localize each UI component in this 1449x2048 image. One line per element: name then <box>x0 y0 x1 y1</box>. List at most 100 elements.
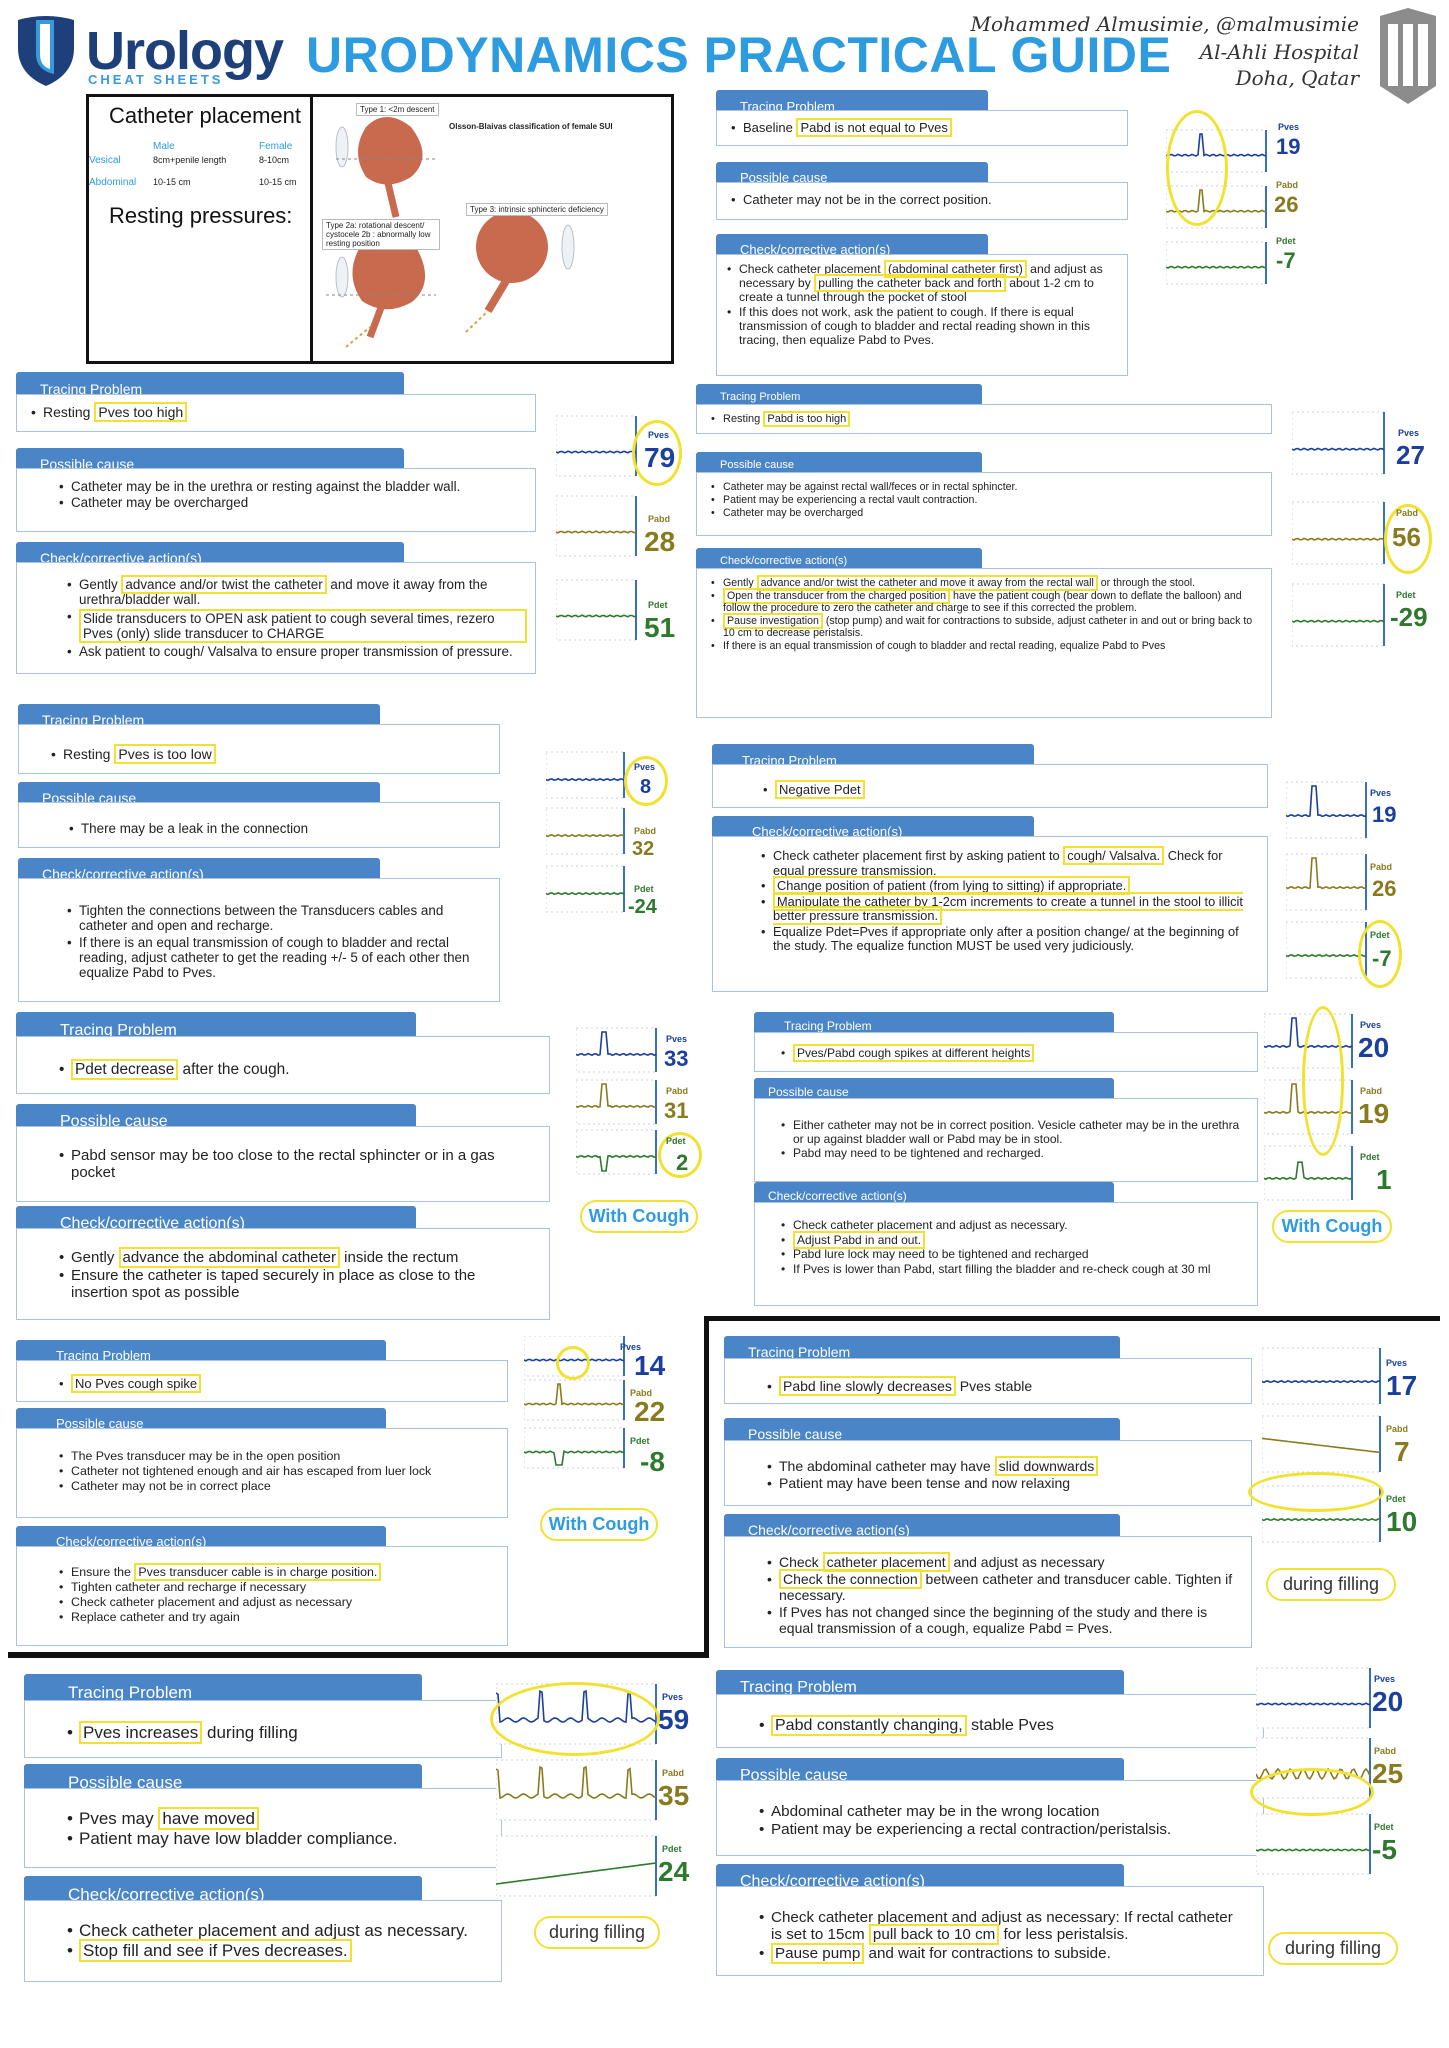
page-title: URODYNAMICS PRACTICAL GUIDE <box>306 27 1172 83</box>
problem-item: Resting Pves is too low <box>49 744 487 764</box>
action-item: Gently advance and/or twist the catheter… <box>709 575 1259 591</box>
resting-pressures-label: Resting pressures: <box>109 203 293 228</box>
pves-label: Pves <box>1386 1358 1408 1368</box>
action-item: Ensure the catheter is taped securely in… <box>57 1267 529 1301</box>
action-item: Equalize Pdet=Pves if appropriate only a… <box>759 924 1247 954</box>
action-box: Gently advance and/or twist the catheter… <box>16 562 536 674</box>
tracing-graph-pdet-decrease: Pves 33 Pabd 31 Pdet 2 With Cough <box>576 1026 706 1236</box>
tracing-band <box>1286 853 1367 911</box>
pdet-label: Pdet <box>634 884 654 894</box>
pabd-value: 35 <box>658 1780 690 1811</box>
action-item: Manipulate the catheter by 1-2cm increme… <box>759 891 1247 926</box>
action-box: Tighten the connections between the Tran… <box>18 878 500 1002</box>
pves-label: Pves <box>1398 428 1420 438</box>
pabd-trace <box>546 833 625 838</box>
possible-cause-box: The abdominal catheter may have slid dow… <box>724 1440 1252 1506</box>
pdet-trace <box>1264 1161 1353 1181</box>
catheter-placement-title: Catheter placement <box>109 103 301 128</box>
pabd-label: Pabd <box>1370 862 1393 872</box>
cause-item: Pves may have moved <box>65 1807 489 1830</box>
pdet-label: Pdet <box>630 1436 650 1446</box>
urology-shield-logo <box>18 16 74 86</box>
tracing-band <box>524 1427 625 1469</box>
tracing-band <box>1286 921 1367 979</box>
pabd-label: Pabd <box>634 826 657 836</box>
tracing-problem-box: Negative Pdet <box>712 764 1268 808</box>
tracing-plot <box>1286 781 1367 979</box>
problem-item: No Pves cough spike <box>57 1374 495 1393</box>
pdet-label: Pdet <box>666 1136 686 1146</box>
section-divider <box>704 1316 1440 1321</box>
brand-subtitle: CHEAT SHEETS <box>88 72 224 87</box>
highlight-circle <box>1166 110 1228 226</box>
section-divider <box>704 1316 709 1658</box>
tracing-problem-box: No Pves cough spike <box>16 1360 508 1402</box>
action-item: Tighten the connections between the Tran… <box>65 903 487 934</box>
pves-label: Pves <box>1360 1020 1382 1030</box>
cause-item: The Pves transducer may be in the open p… <box>57 1449 495 1463</box>
cause-item: Catheter may not be in the correct posit… <box>729 192 1115 208</box>
olsson-blaivas-figure: Type 1: <2m descent Olsson-Blaivas class… <box>316 97 671 361</box>
col-male: Male <box>153 141 175 152</box>
tracing-problem-box: Baseline Pabd is not equal to Pves <box>716 110 1128 146</box>
action-item: Ask patient to cough/ Valsalva to ensure… <box>65 644 527 660</box>
pabd-trace <box>556 530 637 534</box>
possible-cause-box: There may be a leak in the connection <box>18 802 500 848</box>
tracing-plot <box>1292 411 1385 647</box>
pabd-label: Pabd <box>1396 508 1419 518</box>
pabd-value: 31 <box>664 1098 689 1123</box>
pabd-value: 32 <box>632 838 655 860</box>
pves-label: Pves <box>1374 1674 1396 1684</box>
action-box: Check catheter placement and adjust as n… <box>24 1900 502 1982</box>
bladder-illustrations <box>326 117 575 348</box>
action-box: Ensure the Pves transducer cable is in c… <box>16 1546 508 1646</box>
tracing-band <box>1292 583 1385 647</box>
tracing-band <box>1264 1145 1353 1201</box>
pabd-trace <box>524 1383 625 1406</box>
pves-trace <box>1286 785 1367 818</box>
cause-item: Abdominal catheter may be in the wrong l… <box>757 1803 1251 1821</box>
tracing-graph-pabd-high: Pves 27 Pabd 56 Pdet -29 <box>1292 408 1432 668</box>
classification-label: Olsson-Blaivas classification of female … <box>446 121 616 132</box>
pdet-value: 10 <box>1386 1506 1418 1537</box>
tracing-band <box>524 1379 625 1421</box>
tracing-graph-no-pves-spike: Pves 14 Pabd 22 Pdet -8 With Cough <box>524 1336 684 1566</box>
tracing-problem-box: Resting Pabd is too high <box>696 404 1272 434</box>
action-item: Check catheter placement first by asking… <box>759 846 1247 878</box>
pabd-label: Pabd <box>662 1768 685 1778</box>
tracing-band <box>576 1079 657 1125</box>
tracing-plot <box>546 751 625 913</box>
cause-item: Patient may be experiencing a rectal con… <box>757 1821 1251 1839</box>
highlight-circle <box>1250 1768 1374 1816</box>
pdet-value: 51 <box>644 612 676 643</box>
with-cough-tag: With Cough <box>1272 1210 1392 1243</box>
highlight-circle <box>1248 1472 1384 1512</box>
type1-label: Type 1: <2m descent <box>356 103 439 116</box>
pabd-label: Pabd <box>648 514 671 524</box>
catheter-placement-box: Catheter placement Male Female Vesical 8… <box>86 94 674 364</box>
action-item: If there is an equal transmission of cou… <box>709 640 1259 652</box>
pves-value: 27 <box>1396 440 1425 470</box>
pdet-trace <box>524 1450 625 1466</box>
action-box: Check catheter placement and adjust as n… <box>716 1886 1264 1976</box>
problem-item: Pabd line slowly decreases Pves stable <box>765 1376 1239 1396</box>
highlight-circle <box>1384 504 1432 574</box>
author-location: Doha, Qatar <box>1235 66 1359 90</box>
tracing-band <box>576 1027 657 1073</box>
action-box: Gently advance and/or twist the catheter… <box>696 568 1272 718</box>
during-filling-tag: during filling <box>1266 1568 1396 1601</box>
problem-item: Resting Pves too high <box>29 402 523 422</box>
pabd-label: Pabd <box>666 1086 689 1096</box>
pves-trace <box>556 450 637 454</box>
pves-trace <box>576 1031 657 1057</box>
action-item: Gently advance the abdominal catheter in… <box>57 1247 529 1268</box>
pabd-label: Pabd <box>630 1388 653 1398</box>
pabd-trace <box>1286 857 1367 890</box>
pdet-trace <box>546 891 625 896</box>
tracing-graph-cough-spikes: Pves 20 Pabd 19 Pdet 1 With Cough <box>1264 1006 1414 1246</box>
pabd-value: 25 <box>1372 1758 1404 1789</box>
pabd-trace <box>1292 537 1385 541</box>
highlight-circle <box>624 756 668 806</box>
type2-label: Type 2a: rotational descent/ cystocele 2… <box>322 219 440 250</box>
tracing-band <box>556 579 637 641</box>
